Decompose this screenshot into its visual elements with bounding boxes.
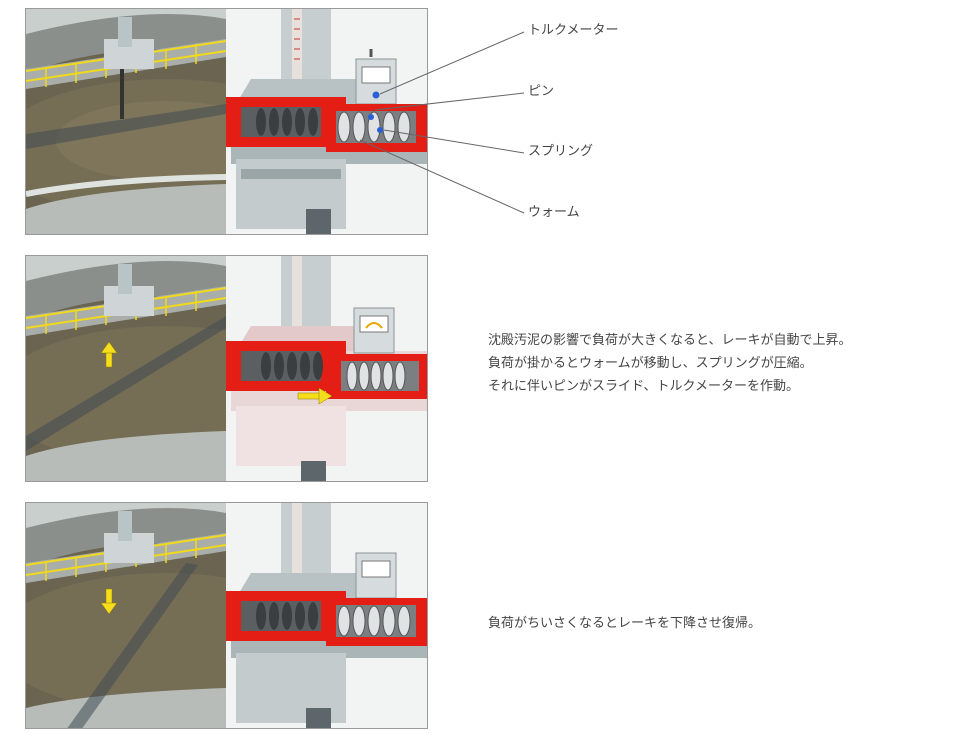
- callout-torque-meter: トルクメーター: [528, 23, 619, 38]
- description-line: 負荷がちいさくなるとレーキを下降させ復帰。: [488, 616, 762, 631]
- callout-spring: スプリング: [528, 144, 594, 159]
- panel-illustration: [26, 9, 427, 234]
- panel-illustration: [26, 503, 427, 728]
- up-arrow-icon: [100, 341, 118, 368]
- diagram-panel-lower: [25, 502, 428, 729]
- callout-pin: ピン: [528, 84, 555, 99]
- description-raise: 沈殿汚泥の影響で負荷が大きくなると、レーキが自動で上昇。 負荷が掛かるとウォーム…: [488, 329, 851, 398]
- machine-cutaway: [226, 503, 427, 728]
- machine-cutaway: [226, 256, 427, 481]
- description-lower: 負荷がちいさくなるとレーキを下降させ復帰。: [488, 612, 761, 635]
- panel-illustration: [26, 256, 427, 481]
- description-line: 沈殿汚泥の影響で負荷が大きくなると、レーキが自動で上昇。: [488, 333, 852, 348]
- right-arrow-icon: [297, 387, 333, 405]
- description-line: それに伴いピンがスライド、トルクメーターを作動。: [488, 379, 799, 394]
- diagram-panel-raise: [25, 255, 428, 482]
- machine-cutaway: [226, 9, 427, 234]
- description-line: 負荷が掛かるとウォームが移動し、スプリングが圧縮。: [488, 356, 813, 371]
- down-arrow-icon: [100, 588, 118, 615]
- callout-worm: ウォーム: [528, 205, 580, 220]
- diagram-panel-normal: [25, 8, 428, 235]
